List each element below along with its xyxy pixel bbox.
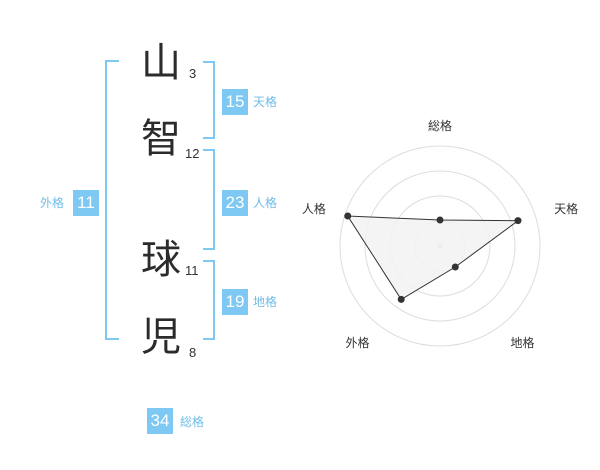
stroke-count-4: 8 xyxy=(189,345,197,360)
radar-point-4 xyxy=(397,295,405,303)
radar-point-2 xyxy=(514,217,522,225)
soukaku-value: 34 xyxy=(147,408,173,434)
radar-point-3 xyxy=(451,263,459,271)
tenkaku-value: 15 xyxy=(222,89,248,115)
radar-axis-label-3: 地格 xyxy=(511,335,535,350)
radar-axis-label-4: 外格 xyxy=(345,335,369,350)
radar-ring xyxy=(339,145,541,347)
name-char-3: 球 xyxy=(141,237,181,283)
name-char-1: 山 xyxy=(141,40,181,86)
tenkaku-label: 天格 xyxy=(253,95,278,109)
radar-point-1 xyxy=(436,216,444,224)
gaikaku-bracket xyxy=(105,60,119,340)
radar-ring xyxy=(364,170,516,322)
radar-axis-label-1: 総格 xyxy=(428,118,452,133)
radar-axis-label-5: 人格 xyxy=(302,201,326,216)
name-char-2: 智 xyxy=(141,116,181,162)
stroke-count-2: 12 xyxy=(185,146,200,161)
soukaku-label: 総格 xyxy=(180,415,205,429)
jinkaku-bracket xyxy=(203,149,215,250)
chikaku-label: 地格 xyxy=(253,295,278,309)
gaikaku-value: 11 xyxy=(73,190,99,216)
radar-point-5 xyxy=(344,212,352,220)
jinkaku-label: 人格 xyxy=(253,196,278,210)
radar-area xyxy=(346,215,520,301)
radar-points xyxy=(344,212,522,303)
radar-axis-label-2: 天格 xyxy=(554,201,578,216)
chikaku-bracket xyxy=(203,260,215,340)
tenkaku-bracket xyxy=(203,61,215,139)
stroke-count-3: 11 xyxy=(185,263,199,278)
stroke-count-1: 3 xyxy=(189,66,197,81)
name-char-4: 児 xyxy=(141,314,181,360)
chikaku-value: 19 xyxy=(222,289,248,315)
gaikaku-label: 外格 xyxy=(40,196,65,210)
jinkaku-value: 23 xyxy=(222,190,248,216)
